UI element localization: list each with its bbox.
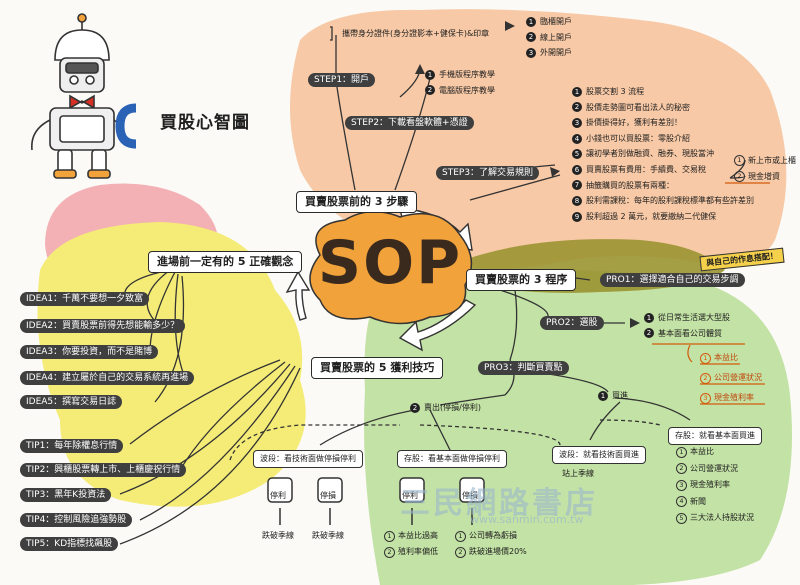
watermark-text: 三民網路書店 [400,486,598,521]
sell-fund-box: 存股：看基本面做停損停利 [397,450,507,468]
tip-item-3: TIP3：黑年K投資法 [20,488,112,502]
idea-item-1: IDEA1：千萬不要想一夕致富 [20,292,150,306]
sop-center-blob [309,211,473,325]
branch-five-concepts: 進場前一定有的 5 正確觀念 [148,251,303,273]
idea-item-3: IDEA3：你要投資，而不是賭博 [20,345,159,359]
green-zone [364,270,792,585]
center-sop-label: SOP [317,228,463,298]
tip-item-2: TIP2：興櫃股票轉上市、上櫃慶祝行情 [20,463,187,477]
branch-three-steps: 買賣股票前的 3 步驟 [296,191,418,213]
step3-label: STEP3：了解交易規則 [436,166,540,180]
branch-five-tips: 買賣股票的 5 獲利技巧 [311,357,444,379]
sell-tech-take-profit: 停利 [270,491,286,500]
step1-label: STEP1：開戶 [308,73,376,87]
pro1-label: PRO1：選擇適合自己的交易步調 [600,273,745,287]
idea-item-5: IDEA5：撰寫交易日誌 [20,395,123,409]
page-title: 買股心智圖 [160,113,250,133]
sell-tech-box: 波段：看技術面做停損停利 [253,450,363,468]
idea-item-2: IDEA2：買賣股票前得先想能輸多少？ [20,319,186,333]
pro2-label: PRO2：選股 [540,316,604,330]
sell-tech-stop-loss: 停損 [320,491,336,500]
sell-fund-take-profit: 停利 [402,491,418,500]
tip-item-4: TIP4：控制風險追強勢股 [20,513,133,527]
sell-tech-break2: 跌破季線 [312,531,344,540]
step2-label: STEP2：下載看盤軟體+憑證 [345,116,474,130]
buy-tech-note: 站上季線 [562,469,594,478]
tip-item-5: TIP5：KD指標找飆股 [20,537,119,551]
step1-bring-docs: 攜帶身分證件(身分證影本+健保卡)&印章 [342,29,490,38]
tip-item-1: TIP1：每年除權息行情 [20,439,124,453]
watermark-url: www.sanmin.com.tw [470,513,584,526]
pro3-label: PRO3：判斷買賣點 [478,361,569,375]
idea-item-4: IDEA4：建立屬於自己的交易系統再進場 [20,371,195,385]
sell-tech-break1: 跌破季線 [262,531,294,540]
buy-tech-box: 波段：就看技術面買進 [552,446,646,464]
branch-three-procedures: 買賣股票的 3 程序 [466,269,577,291]
robot-mascot-illustration [31,13,137,179]
buy-fund-box: 存股：就看基本面買進 [668,427,762,445]
sell-fund-stop-loss: 停損 [462,491,478,500]
